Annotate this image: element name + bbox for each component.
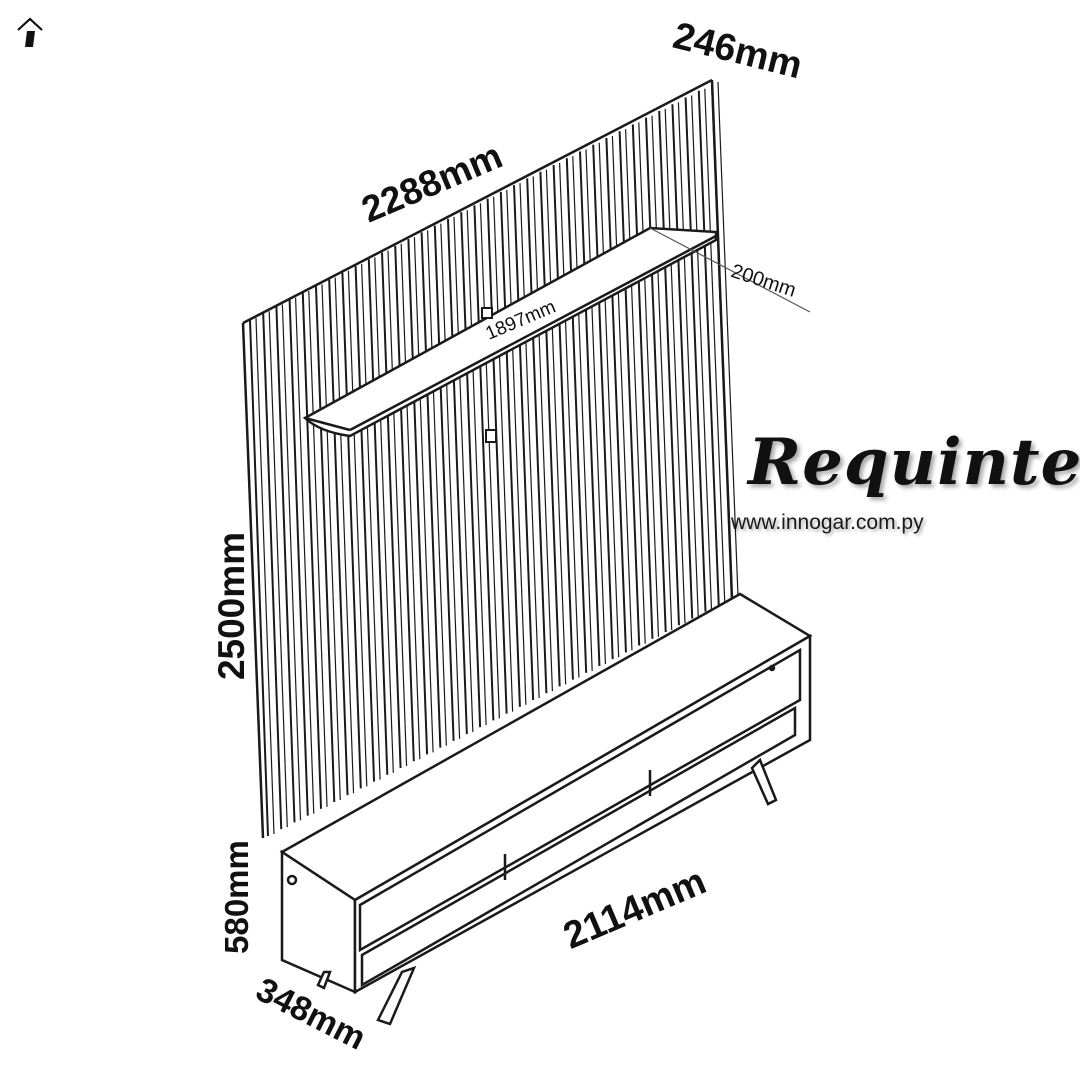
slat-edge	[328, 279, 349, 796]
wall-shelf	[302, 226, 718, 438]
slat-edge	[545, 169, 567, 685]
slat-edge	[255, 317, 275, 835]
slat-edge	[473, 205, 495, 721]
slat-edge	[565, 158, 588, 673]
slat-edge	[308, 291, 328, 807]
slat-edge	[381, 252, 402, 769]
slat-edge	[506, 189, 527, 705]
slat-edge	[513, 185, 535, 701]
slat-edge	[638, 122, 660, 637]
slat-edge	[361, 264, 381, 780]
tv-rack	[279, 592, 813, 995]
shelf-depth-line	[649, 227, 811, 313]
slat-edge	[532, 176, 553, 692]
slat-edge	[301, 292, 323, 809]
slat-edge	[420, 232, 442, 748]
slat-edge	[605, 137, 627, 653]
slat-edge	[658, 110, 680, 626]
slat-edge	[519, 183, 540, 699]
slat-edge	[618, 131, 641, 646]
slat-edge	[539, 171, 561, 687]
slat-edge	[347, 270, 368, 787]
slat-edge	[611, 135, 633, 651]
slat-edge	[704, 88, 726, 603]
rack-height-label: 580mm	[217, 840, 255, 954]
slat-edge	[684, 97, 707, 612]
cable-clips	[481, 307, 497, 443]
slat-edge	[288, 299, 309, 816]
slat-edge	[447, 218, 468, 735]
slat-edge	[374, 257, 394, 773]
slat-edge	[387, 250, 408, 767]
slat-edge	[321, 284, 341, 801]
slat-edge	[559, 162, 580, 678]
slat-edge	[354, 266, 376, 782]
slat-edge	[367, 259, 389, 775]
brand-url: www.innogar.com.py	[731, 511, 924, 534]
slat-edge	[664, 108, 686, 624]
slat-edge	[453, 216, 474, 733]
slat-edge	[407, 239, 429, 755]
slat-edge	[427, 230, 447, 746]
slat-edge	[295, 297, 315, 814]
rack-legs	[316, 757, 778, 1026]
slat-edge	[341, 272, 362, 789]
slat-edge	[394, 245, 415, 762]
slat-edge	[625, 129, 646, 644]
slat-edge	[585, 149, 607, 665]
brand-name: Requinte	[748, 425, 1080, 500]
slat-edge	[433, 225, 455, 741]
slat-edge	[579, 151, 601, 667]
slat-edge	[651, 115, 673, 631]
slat-edge	[249, 319, 269, 837]
panel-height-label: 2500mm	[211, 531, 253, 681]
slat-edge	[631, 124, 654, 639]
slat-edge	[598, 142, 620, 658]
slat-edge	[460, 212, 482, 728]
slat-edge	[413, 237, 434, 753]
slat-edge	[493, 196, 514, 712]
slat-edge	[400, 243, 421, 760]
slat-edge	[334, 277, 355, 794]
slat-edge	[479, 203, 500, 719]
slat-edge	[697, 90, 720, 605]
slat-edge	[691, 95, 713, 610]
slat-edge	[315, 286, 336, 803]
slat-edge	[486, 198, 508, 714]
house-i-logo-icon	[17, 17, 43, 47]
slat-edge	[572, 156, 593, 671]
slat-edge	[281, 304, 302, 821]
slat-edge	[671, 104, 694, 619]
slat-edge	[645, 117, 667, 633]
slat-edge	[268, 311, 288, 828]
slat-edge	[677, 102, 699, 617]
slat-edge	[466, 210, 487, 726]
slat-edge	[440, 223, 461, 739]
slat-edge	[275, 306, 296, 823]
slat-edge	[717, 81, 739, 597]
slat-edge	[499, 191, 521, 707]
slat-edge	[552, 164, 574, 680]
slat-edge	[526, 178, 548, 694]
slat-edge	[592, 144, 614, 660]
slat-edge	[262, 313, 283, 830]
panel-outline	[241, 78, 734, 839]
slatted-panel	[249, 81, 739, 837]
